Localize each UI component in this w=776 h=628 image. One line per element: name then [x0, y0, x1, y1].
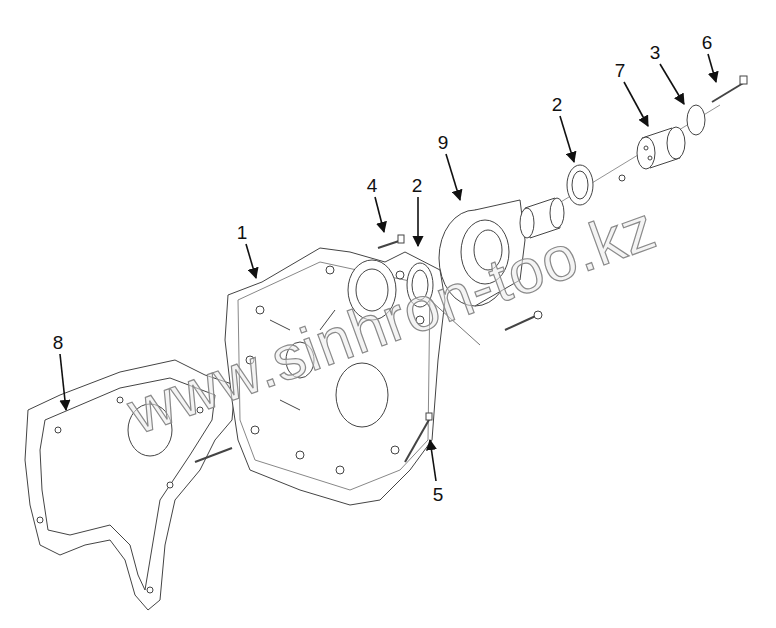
callout-number: 5	[433, 485, 444, 504]
callout-number: 6	[702, 33, 713, 52]
o-ring	[687, 105, 705, 135]
callout-number: 1	[237, 223, 248, 242]
callout-arrows	[60, 54, 716, 481]
dowel	[619, 175, 625, 181]
callout-number: 3	[650, 43, 661, 62]
callout-number: 4	[367, 176, 378, 195]
callout-number: 2	[552, 95, 563, 114]
bolt-6	[712, 76, 747, 102]
callout-number: 8	[53, 333, 64, 352]
bolt-4	[378, 235, 404, 248]
callout-number: 9	[438, 133, 449, 152]
housing-cap	[637, 127, 685, 169]
stud	[195, 448, 232, 462]
callout-number: 2	[412, 176, 423, 195]
callout-number: 7	[615, 61, 626, 80]
bolt	[505, 311, 542, 330]
bolt-5	[405, 413, 432, 462]
seal	[567, 165, 593, 205]
watermark: www.sinhron-too.kz	[120, 196, 663, 444]
